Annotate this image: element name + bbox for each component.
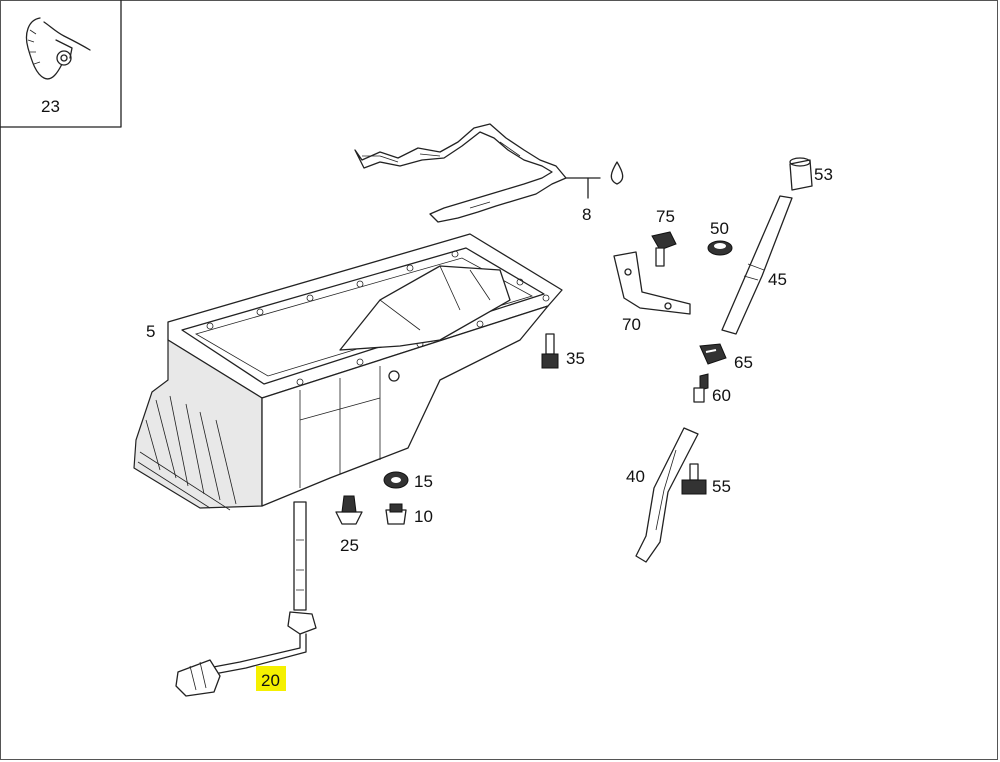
label-40: 40 — [626, 467, 645, 486]
label-45: 45 — [768, 270, 787, 289]
bolt-55 — [681, 463, 707, 495]
bolt-60 — [693, 373, 709, 403]
dipstick-tube-45 — [721, 195, 793, 335]
oil-pan — [133, 233, 563, 511]
label-20-highlight — [256, 666, 286, 691]
label-75: 75 — [656, 207, 675, 226]
label-20: 20 — [261, 671, 280, 690]
clip-65 — [699, 343, 727, 365]
label-5: 5 — [146, 322, 155, 341]
label-23: 23 — [41, 97, 60, 116]
guide-tube-40 — [635, 427, 699, 563]
bolt-75 — [651, 231, 677, 267]
label-60: 60 — [712, 386, 731, 405]
label-53: 53 — [814, 165, 833, 184]
grommet-50 — [707, 240, 733, 256]
label-70: 70 — [622, 315, 641, 334]
bracket-70 — [613, 251, 691, 315]
label-8: 8 — [582, 205, 591, 224]
label-25: 25 — [340, 536, 359, 555]
label-50: 50 — [710, 219, 729, 238]
drain-plug-25 — [335, 495, 363, 525]
label-15: 15 — [414, 472, 433, 491]
oil-level-sensor — [175, 501, 317, 697]
drain-plug-10 — [385, 503, 407, 525]
cap-53 — [789, 157, 813, 191]
oil-pan-gasket — [354, 123, 567, 223]
label-35: 35 — [566, 349, 585, 368]
sealant-drop-icon — [610, 161, 624, 185]
seal-ring-15 — [383, 471, 409, 489]
inset-box-23 — [0, 0, 122, 128]
bolt-35 — [541, 333, 559, 369]
label-65: 65 — [734, 353, 753, 372]
label-55: 55 — [712, 477, 731, 496]
label-10: 10 — [414, 507, 433, 526]
